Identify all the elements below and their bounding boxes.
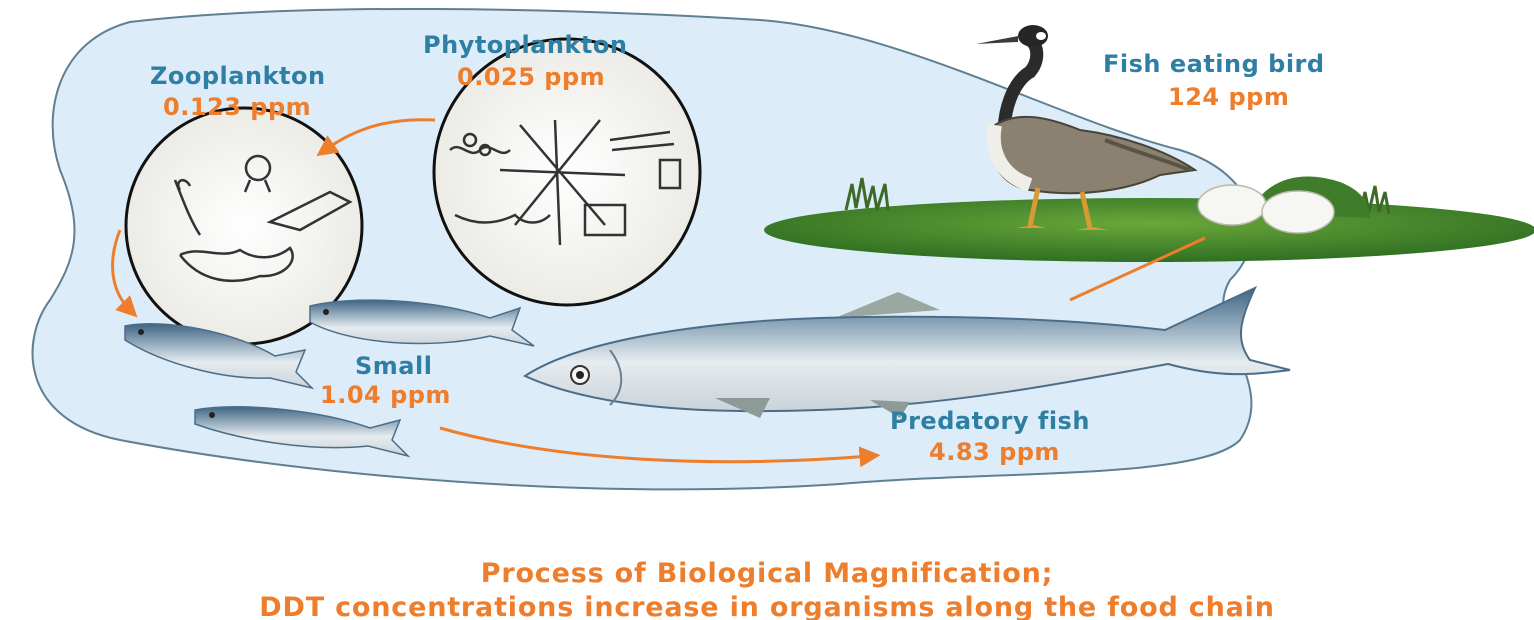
- caption-line-1: Process of Biological Magnification;: [0, 558, 1534, 589]
- predatory-fish-name: Predatory fish: [890, 407, 1090, 435]
- phytoplankton-ppm: 0.025 ppm: [457, 63, 605, 91]
- zooplankton-name: Zooplankton: [150, 62, 326, 90]
- bird-ppm: 124 ppm: [1168, 83, 1289, 111]
- small-fish-name: Small: [355, 352, 432, 380]
- predatory-fish-ppm: 4.83 ppm: [929, 438, 1060, 466]
- small-fish-ppm: 1.04 ppm: [320, 381, 451, 409]
- bird-name: Fish eating bird: [1103, 50, 1325, 78]
- caption-line-2: DDT concentrations increase in organisms…: [0, 592, 1534, 620]
- phytoplankton-name: Phytoplankton: [423, 31, 627, 59]
- zooplankton-ppm: 0.123 ppm: [163, 93, 311, 121]
